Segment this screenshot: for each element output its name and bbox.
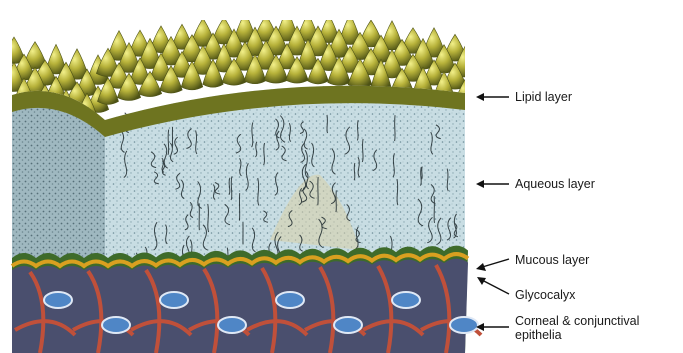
cell-nucleus	[392, 292, 420, 308]
aqueous-fiber	[327, 115, 328, 133]
arrow-mucous	[476, 259, 509, 271]
label-lipid-layer: Lipid layer	[515, 90, 572, 104]
cell-nucleus	[160, 292, 188, 308]
cell-nucleus	[450, 317, 478, 333]
cell-nucleus	[218, 317, 246, 333]
arrow-aqueous	[476, 180, 509, 188]
label-epithelia-line2: epithelia	[515, 328, 562, 342]
label-epithelia-line1: Corneal & conjunctival	[515, 314, 639, 328]
label-epithelia: Corneal & conjunctival epithelia	[515, 314, 639, 342]
label-mucous-layer: Mucous layer	[515, 253, 589, 267]
cell-nucleus	[334, 317, 362, 333]
cell-nucleus	[44, 292, 72, 308]
arrow-lipid	[476, 93, 509, 101]
aqueous-fiber	[422, 166, 423, 179]
cell-nucleus	[276, 292, 304, 308]
label-aqueous-layer: Aqueous layer	[515, 177, 595, 191]
arrow-glycocalyx	[477, 277, 509, 294]
label-glycocalyx: Glycocalyx	[515, 288, 575, 302]
arrow-epithelia	[476, 323, 509, 331]
aqueous-fiber	[395, 115, 396, 141]
cell-nucleus	[102, 317, 130, 333]
epithelia-layer	[12, 259, 481, 353]
